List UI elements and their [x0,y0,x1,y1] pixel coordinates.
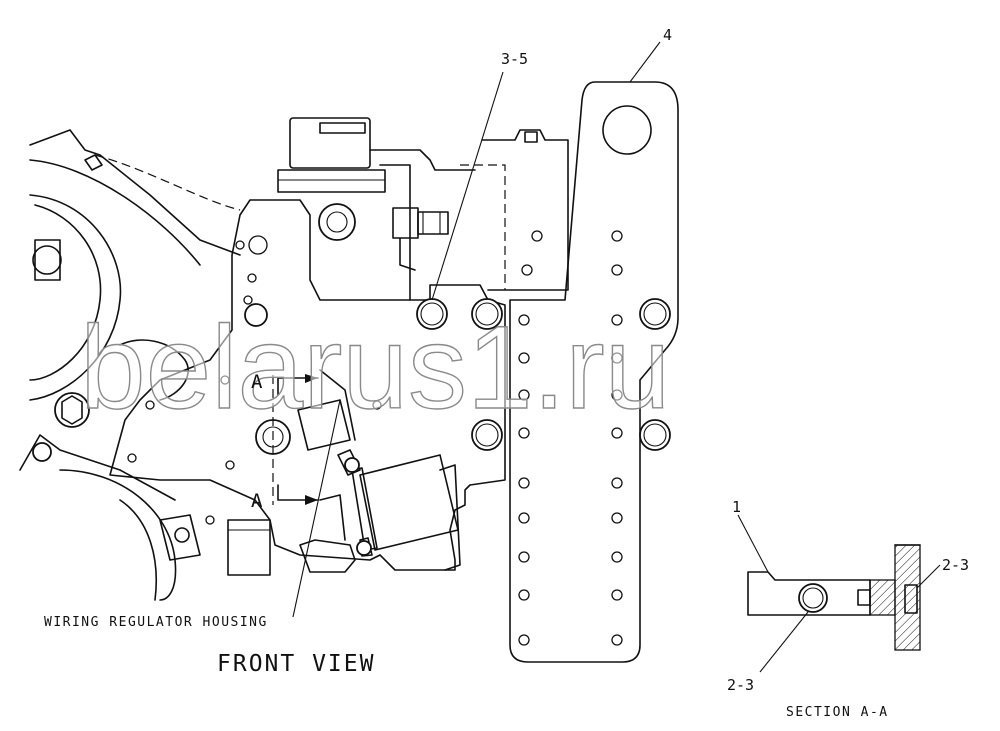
callout-1: 1 [732,498,741,516]
callout-3-5: 3-5 [501,50,528,68]
section-marker-a-top: A [251,371,263,393]
wiring-regulator-housing-label: WIRING REGULATOR HOUSING [44,615,268,630]
mounting-plate [416,81,679,663]
front-cover-plate [109,199,506,576]
solenoid-assembly [297,369,459,557]
front-view-title: FRONT VIEW [217,651,375,677]
leader-lines [292,41,941,673]
engine-housing-left [19,129,241,601]
watermark-text: belarus1.ru [80,302,670,434]
section-marker-a-bottom: A [251,490,263,512]
callout-4: 4 [663,26,672,44]
section-a-a-detail [747,544,921,651]
callout-2-3-bottom: 2-3 [727,676,754,694]
callout-2-3-right: 2-3 [942,556,969,574]
section-markers [277,374,319,505]
section-a-a-title: SECTION A-A [786,705,889,720]
